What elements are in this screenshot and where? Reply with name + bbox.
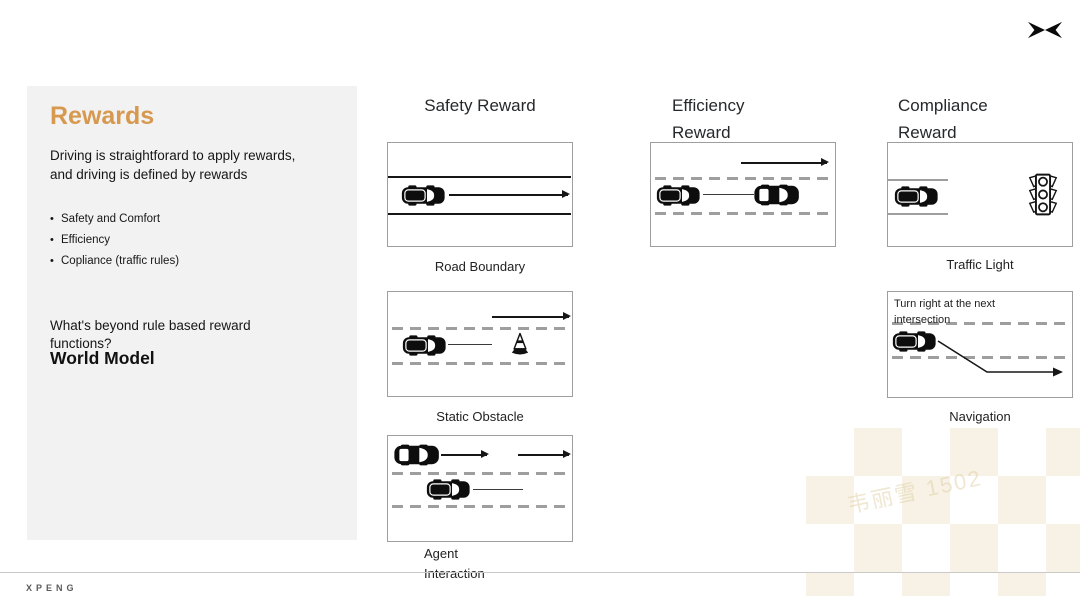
navigation-note: Turn right at the next intersection bbox=[894, 297, 995, 328]
panel-question: What's beyond rule based reward function… bbox=[50, 317, 251, 353]
bullet-icon: • bbox=[50, 234, 54, 246]
efficiency-header-line1: Efficiency bbox=[672, 96, 745, 115]
overtake-arrow bbox=[741, 159, 829, 166]
lane-dash-bottom bbox=[392, 505, 567, 508]
panel-bullet-list: • Safety and Comfort • Efficiency • Copl… bbox=[50, 213, 179, 276]
lane-dash-top bbox=[392, 472, 567, 475]
watermark-pattern bbox=[806, 428, 1080, 596]
agent-interaction-label-line1: Agent bbox=[424, 546, 458, 561]
road-boundary-line-top bbox=[388, 176, 571, 178]
lane-dash-bottom bbox=[655, 212, 830, 215]
footer-divider bbox=[0, 572, 1080, 573]
traffic-light-icon bbox=[1028, 172, 1058, 217]
bullet-icon: • bbox=[50, 255, 54, 267]
panel-intro-line2: and driving is defined by rewards bbox=[50, 167, 248, 182]
lane-change-arrow bbox=[492, 313, 571, 320]
efficiency-header-line2: Reward bbox=[672, 122, 731, 142]
agent-interaction-label: Agent Interaction bbox=[424, 544, 574, 584]
safety-reward-header: Safety Reward bbox=[424, 96, 536, 115]
panel-question-line2: functions? bbox=[50, 336, 112, 351]
car-top-view-icon bbox=[401, 185, 447, 206]
lane-dash-bottom bbox=[392, 362, 567, 365]
agent-arrow bbox=[518, 451, 571, 458]
navigation-note-line2: intersection bbox=[894, 313, 951, 326]
car-top-view-icon bbox=[894, 186, 940, 207]
lane-dash-top bbox=[655, 177, 830, 180]
compliance-header-line1: Compliance bbox=[898, 96, 988, 115]
lane-dash-top bbox=[892, 322, 1067, 325]
turn-trajectory-arrow bbox=[937, 340, 1063, 377]
panel-intro-line1: Driving is straightforard to apply rewar… bbox=[50, 148, 296, 163]
road-boundary-label: Road Boundary bbox=[434, 259, 526, 274]
bullet-label: Copliance (traffic rules) bbox=[61, 255, 180, 267]
car-top-view-icon bbox=[402, 335, 448, 356]
static-obstacle-label: Static Obstacle bbox=[436, 409, 524, 424]
agent-interaction-label-line2: Interaction bbox=[424, 566, 485, 581]
lane-dash-top bbox=[392, 327, 567, 330]
panel-intro: Driving is straightforard to apply rewar… bbox=[50, 146, 295, 184]
navigation-note-line1: Turn right at the next bbox=[894, 298, 996, 310]
list-item: • Copliance (traffic rules) bbox=[50, 255, 179, 268]
car-top-view-icon bbox=[426, 479, 472, 500]
trajectory-line bbox=[703, 194, 754, 196]
agent-interaction-diagram bbox=[387, 435, 573, 542]
panel-answer: World Model bbox=[50, 348, 155, 368]
road-boundary-line-bottom bbox=[388, 213, 571, 215]
list-item: • Safety and Comfort bbox=[50, 213, 179, 226]
panel-question-line1: What's beyond rule based reward bbox=[50, 318, 251, 333]
agent-arrow bbox=[441, 451, 489, 458]
car-top-view-two-window-icon bbox=[394, 443, 440, 467]
lane-dash-bottom bbox=[892, 356, 1067, 359]
car-top-view-two-window-icon bbox=[754, 184, 800, 206]
efficiency-diagram bbox=[650, 142, 836, 247]
efficiency-reward-header: Efficiency Reward bbox=[672, 93, 832, 146]
xpeng-x-logo-icon bbox=[1028, 21, 1062, 39]
car-top-view-icon bbox=[892, 331, 938, 352]
traffic-cone-icon bbox=[510, 332, 530, 356]
road-boundary-diagram bbox=[387, 142, 573, 247]
lane-line-top bbox=[888, 179, 948, 181]
traffic-light-diagram bbox=[887, 142, 1073, 247]
watermark-text: 韦丽雪 1502 bbox=[845, 464, 985, 518]
static-obstacle-diagram bbox=[387, 291, 573, 397]
bullet-icon: • bbox=[50, 213, 54, 225]
compliance-reward-header: Compliance Reward bbox=[898, 93, 1058, 146]
lane-line-bottom bbox=[888, 213, 948, 215]
rewards-panel: Rewards Driving is straightforard to app… bbox=[27, 86, 357, 540]
bullet-label: Efficiency bbox=[61, 234, 111, 246]
navigation-label: Navigation bbox=[949, 409, 1011, 424]
car-top-view-icon bbox=[656, 185, 702, 206]
compliance-header-line2: Reward bbox=[898, 122, 957, 142]
xpeng-wordmark: XPENG bbox=[26, 583, 78, 593]
trajectory-line bbox=[448, 344, 492, 346]
bullet-label: Safety and Comfort bbox=[61, 213, 161, 225]
navigation-diagram: Turn right at the next intersection bbox=[887, 291, 1073, 398]
panel-title: Rewards bbox=[50, 102, 155, 130]
list-item: • Efficiency bbox=[50, 234, 179, 247]
trajectory-arrow bbox=[449, 191, 570, 198]
traffic-light-label: Traffic Light bbox=[946, 257, 1014, 272]
trajectory-line bbox=[473, 489, 523, 491]
